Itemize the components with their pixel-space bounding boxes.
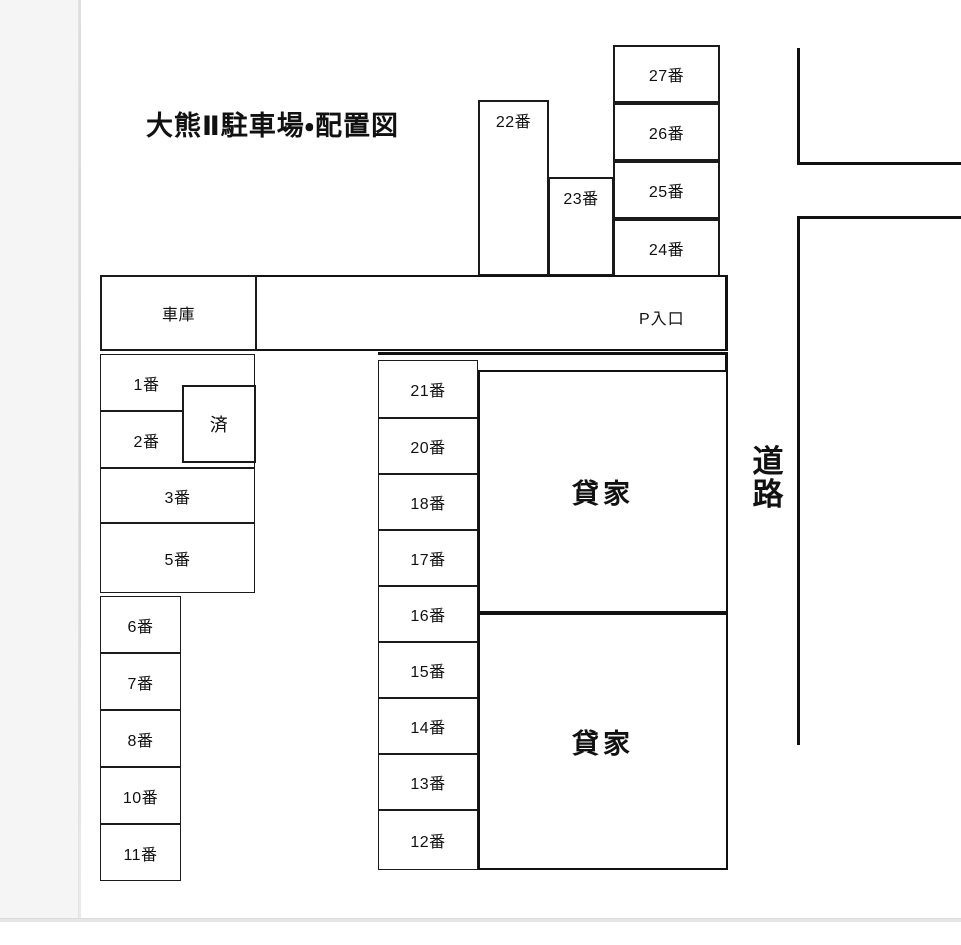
- parking-space-label: 8番: [127, 732, 154, 750]
- rental-house-north[interactable]: 貸家: [478, 370, 728, 613]
- parking-space-label: 16番: [410, 608, 446, 625]
- parking-space-25[interactable]: 25番: [613, 161, 720, 219]
- parking-space-7[interactable]: 7番: [100, 653, 181, 710]
- corridor-right-edge: [725, 275, 728, 351]
- parking-space-label: 14番: [410, 720, 446, 737]
- parking-space-23[interactable]: 23番: [548, 177, 614, 276]
- page-bottom-edge: [0, 918, 961, 922]
- parking-space-10[interactable]: 10番: [100, 767, 181, 824]
- road-kerb-lower-horizontal: [797, 216, 961, 219]
- parking-space-label: 17番: [410, 552, 446, 569]
- parking-space-label: 11番: [123, 846, 158, 864]
- garage-label: 車庫: [161, 307, 195, 324]
- parking-area-top-right-edge: [725, 352, 728, 374]
- garage[interactable]: 車庫: [100, 275, 257, 351]
- parking-space-label: 6番: [127, 618, 154, 636]
- rental-house-label: 貸家: [572, 479, 634, 509]
- parking-space-label: 10番: [122, 789, 159, 807]
- parking-space-6[interactable]: 6番: [100, 596, 181, 653]
- parking-space-21[interactable]: 21番: [378, 360, 478, 418]
- parking-space-8[interactable]: 8番: [100, 710, 181, 767]
- parking-space-label: 21番: [410, 383, 446, 400]
- page-title: 大熊Ⅱ駐車場・配置図: [146, 111, 399, 141]
- parking-space-22[interactable]: 22番: [478, 100, 549, 276]
- rental-house-label: 貸家: [572, 729, 634, 759]
- parking-space-label: 18番: [410, 496, 446, 513]
- parking-space-16[interactable]: 16番: [378, 586, 478, 642]
- parking-space-5[interactable]: 5番: [100, 523, 255, 593]
- parking-space-3[interactable]: 3番: [100, 468, 255, 523]
- parking-space-label: 22番: [495, 114, 532, 131]
- parking-space-label: 25番: [648, 184, 685, 201]
- parking-space-label: 12番: [410, 834, 446, 851]
- parking-space-label: 20番: [410, 440, 446, 457]
- road-label: 道 路: [750, 444, 786, 512]
- scan-artifact-line: [79, 0, 81, 918]
- parking-space-20[interactable]: 20番: [378, 418, 478, 474]
- parking-area-top-boundary: [378, 352, 728, 355]
- road-label-char-1: 道: [752, 444, 784, 479]
- parking-space-label: 7番: [127, 675, 154, 693]
- rental-house-south[interactable]: 貸家: [478, 613, 728, 870]
- parking-space-15[interactable]: 15番: [378, 642, 478, 698]
- road-label-char-2: 路: [752, 476, 784, 512]
- parking-space-label: 15番: [410, 664, 446, 681]
- parking-space-label: 5番: [164, 552, 191, 569]
- parking-space-13[interactable]: 13番: [378, 754, 478, 810]
- road-kerb-lower-vertical: [797, 216, 800, 745]
- parking-space-18[interactable]: 18番: [378, 474, 478, 530]
- parking-space-label: 2番: [133, 433, 160, 451]
- parking-space-26[interactable]: 26番: [613, 103, 720, 161]
- parking-space-label: 27番: [648, 68, 685, 85]
- parking-space-12[interactable]: 12番: [378, 810, 478, 870]
- parking-space-11[interactable]: 11番: [100, 824, 181, 881]
- parking-space-label: 26番: [648, 126, 685, 143]
- page-gutter: [0, 0, 79, 918]
- parking-space-14[interactable]: 14番: [378, 698, 478, 754]
- parking-entrance-label: P入口: [639, 311, 685, 328]
- parking-space-17[interactable]: 17番: [378, 530, 478, 586]
- parking-space-label: 23番: [563, 191, 599, 208]
- parking-space-label: 3番: [164, 489, 191, 507]
- road-kerb-upper-vertical: [797, 48, 800, 165]
- reserved-marker-box[interactable]: 済: [182, 385, 256, 463]
- parking-space-label: 13番: [410, 776, 446, 793]
- reserved-marker-label: 済: [209, 415, 229, 435]
- parking-space-label: 24番: [648, 242, 685, 259]
- parking-space-24[interactable]: 24番: [613, 219, 720, 277]
- road-kerb-upper-horizontal: [797, 162, 961, 165]
- parking-space-label: 1番: [133, 376, 160, 394]
- parking-space-27[interactable]: 27番: [613, 45, 720, 103]
